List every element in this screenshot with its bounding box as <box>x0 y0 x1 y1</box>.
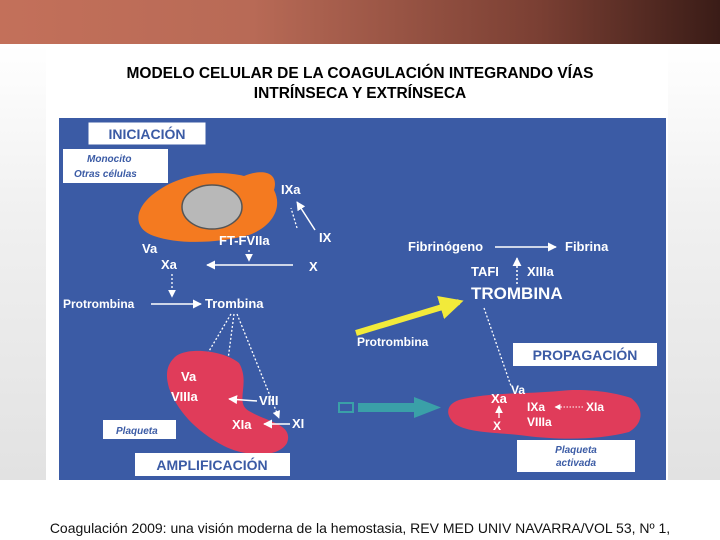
va-right-label: Va <box>511 383 525 397</box>
viii-label: VIII <box>259 393 279 408</box>
viiia-right-label: VIIIa <box>527 415 552 429</box>
xia-right-label: XIa <box>586 400 604 414</box>
xa-top-label: Xa <box>161 257 178 272</box>
teal-arrow-shaft <box>358 403 414 412</box>
propagacion-label: PROPAGACIÓN <box>533 346 638 363</box>
trombina-left-label: Trombina <box>205 296 264 311</box>
iniciacion-label: INICIACIÓN <box>109 125 186 142</box>
va-platelet-label: Va <box>181 369 197 384</box>
trombina-big-label: TROMBINA <box>471 284 563 303</box>
header-bar <box>0 0 720 44</box>
cell-nucleus <box>182 185 242 229</box>
fibrina-label: Fibrina <box>565 239 609 254</box>
plaqueta-activada-line2: activada <box>556 458 596 469</box>
plaqueta-activada-line1: Plaqueta <box>555 445 597 456</box>
otras-celulas-label: Otras células <box>74 169 137 180</box>
protrombina-left-label: Protrombina <box>63 297 135 311</box>
xi-label: XI <box>292 416 304 431</box>
xa-right-label: Xa <box>491 391 508 406</box>
ixa-top-label: IXa <box>281 182 301 197</box>
x-right-label: X <box>493 419 501 433</box>
ft-fviia-label: FT-FVIIa <box>219 233 270 248</box>
tafi-label: TAFI <box>471 264 499 279</box>
slide-title: MODELO CELULAR DE LA COAGULACIÓN INTEGRA… <box>60 64 660 104</box>
source-caption: Coagulación 2009: una visión moderna de … <box>0 520 720 536</box>
va-top-label: Va <box>142 241 158 256</box>
ixa-right-label: IXa <box>527 400 545 414</box>
coagulation-diagram: INICIACIÓN Monocito Otras células IXa IX… <box>59 118 666 480</box>
title-line-2: INTRÍNSECA Y EXTRÍNSECA <box>60 84 660 104</box>
xiiia-label: XIIIa <box>527 264 555 279</box>
protrombina-right-label: Protrombina <box>357 335 429 349</box>
fibrinogeno-label: Fibrinógeno <box>408 239 483 254</box>
x-top-label: X <box>309 259 318 274</box>
monocito-label: Monocito <box>87 154 131 165</box>
viiia-platelet-label: VIIIa <box>171 389 199 404</box>
plaqueta-label: Plaqueta <box>116 426 158 437</box>
left-margin <box>0 44 46 480</box>
xia-platelet-label: XIa <box>232 417 252 432</box>
amplificacion-label: AMPLIFICACIÓN <box>156 456 267 473</box>
ix-label: IX <box>319 230 332 245</box>
diagram-svg: INICIACIÓN Monocito Otras células IXa IX… <box>59 118 666 480</box>
right-margin <box>668 44 720 480</box>
title-line-1: MODELO CELULAR DE LA COAGULACIÓN INTEGRA… <box>60 64 660 84</box>
